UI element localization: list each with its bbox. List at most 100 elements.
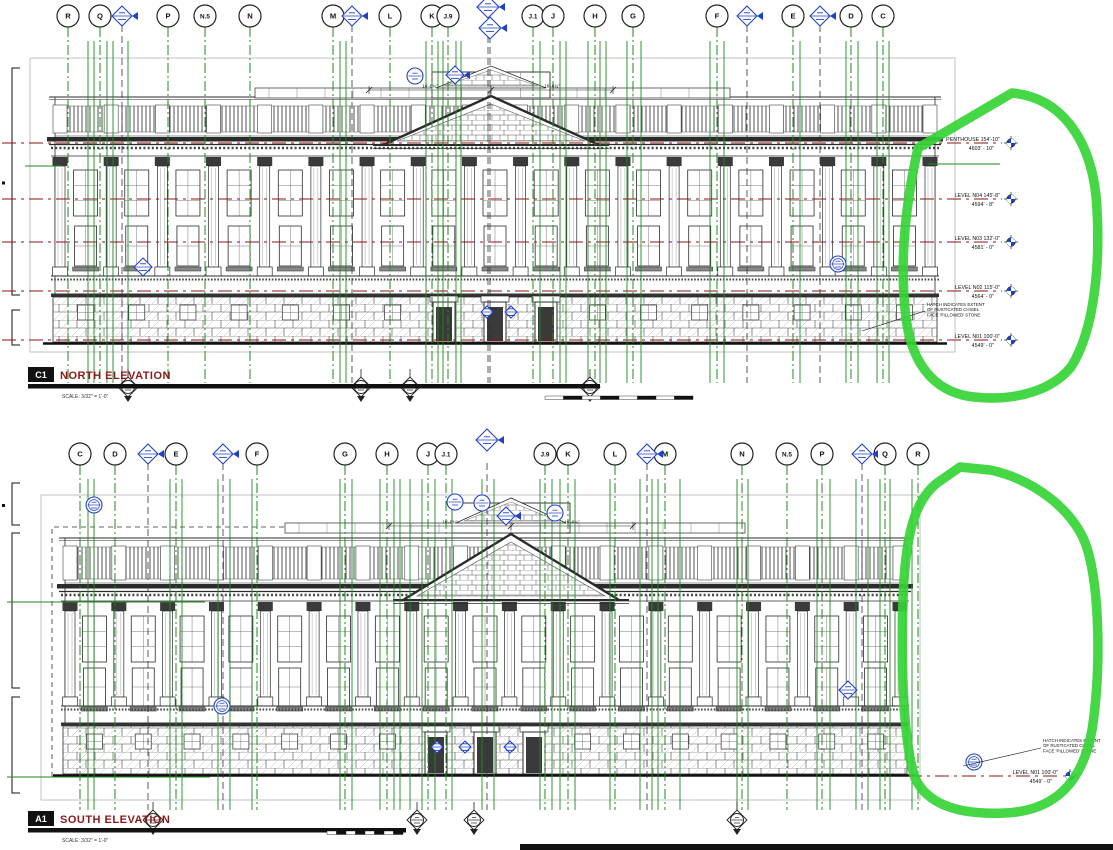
door-head [429,295,459,303]
grid-bubble-label: D [112,450,118,459]
section-cut-marker-icon[interactable] [463,802,485,835]
detail-callout-circle-icon[interactable] [406,67,424,85]
detail-callout-diamond-icon[interactable] [736,5,763,27]
markup-circle-south[interactable] [897,462,1103,819]
view-tag: C1 [35,370,47,380]
grid-bubble-label: L [613,450,618,459]
level-elevation: 4603' - 10" [969,146,994,152]
detail-callout-circle-icon[interactable] [546,504,564,522]
scale-cell [600,395,620,400]
detail-callout-diamond-icon[interactable] [478,16,507,40]
balustrade-segment [629,105,668,133]
view-scale: SCALE: 3/32" = 1'-0" [62,838,109,844]
pilaster-base [355,696,371,707]
grid-bubble-circle [378,4,402,28]
dimension-tick [507,522,515,530]
detail-callout-diamond-icon[interactable] [496,506,521,526]
pilaster-capital [160,602,176,611]
grid-bubble-label: H [384,450,389,459]
window-sill-bracket [481,266,509,272]
grid-bubble-label: Q [882,450,888,459]
detail-callout-circle-icon[interactable] [965,753,983,771]
grid-bubble-circle [436,4,460,28]
dashed-scope-boundary [51,526,432,777]
view-tag: A1 [35,814,47,824]
detail-callout-diamond-icon[interactable] [430,740,444,754]
detail-callout-diamond-icon[interactable] [809,5,836,27]
door-leaf [538,307,554,341]
detail-callout-diamond-icon[interactable] [458,740,472,754]
parapet-pedestal [206,104,221,134]
pilaster-capital [62,602,78,611]
building-facade: 16'-8¾"16'-8¾" [40,494,921,801]
detail-callout-diamond-icon[interactable] [503,740,517,754]
pilaster-capital [794,602,810,611]
pilaster-shaft [668,165,680,268]
scale-cell [364,830,375,835]
window-sill-bracket [635,266,662,272]
grid-bubble-label: J [426,450,430,459]
south-elevation-view: 16'-8¾"16'-8¾"LEVEL N01 100'-0"4549' - 0… [2,428,1101,844]
detail-callout-diamond-icon[interactable] [476,0,505,19]
arrow-tip [498,436,504,444]
detail-callout-circle-icon[interactable] [85,496,103,514]
detail-callout-diamond-icon[interactable] [137,443,164,465]
pilaster-capital [410,157,426,166]
detail-callout-diamond-icon[interactable] [838,680,858,700]
door-head [519,725,549,733]
markup-circle-north[interactable] [898,88,1103,403]
view-tag-box [28,811,54,826]
section-cut-marker-icon[interactable] [406,802,428,835]
detail-callout-diamond-icon[interactable] [212,443,239,465]
window-sill-bracket [325,706,352,712]
window-sill-bracket [430,266,458,272]
pilaster-capital [550,602,566,611]
parapet-pedestal [52,104,68,134]
grid-bubble-H: H [583,4,607,28]
scale-cell [544,395,564,400]
pilaster-base [599,696,615,707]
detail-callout-diamond-icon[interactable] [475,428,504,452]
detail-callout-circle-icon[interactable] [213,697,231,715]
arrow-tip [501,24,507,32]
pilaster-shaft [64,610,76,698]
grid-bubble-J.9: J.9 [436,4,460,28]
parapet-pedestal [103,104,119,134]
pilaster-capital [564,157,580,166]
keynote-line: OF RUSTICATED CHISEL [927,307,980,312]
detail-callout-circle-icon[interactable] [473,494,491,512]
margin-extent-bracket [11,532,20,689]
balustrade-segment [66,105,105,133]
pilaster-base [452,696,469,707]
scale-cell [393,830,404,835]
grid-bubble-R: R [906,442,930,466]
parapet-pedestal [717,104,733,134]
grid-bubble-L: L [603,442,627,466]
margin-tick [2,181,5,185]
dimension-text: 16'-8¾" [442,520,458,525]
parapet-pedestal [257,545,273,581]
detail-callout-diamond-icon[interactable] [636,443,663,465]
detail-callout-diamond-icon[interactable] [341,5,368,27]
detail-callout-diamond-icon[interactable] [133,257,153,277]
detail-callout-diamond-icon[interactable] [504,305,518,319]
detail-callout-diamond-icon[interactable] [111,5,138,27]
detail-callout-diamond-icon[interactable] [480,305,494,319]
keynote-line: FACE 'PILLOWED' STONE [927,312,980,317]
balustrade-segment [680,105,719,133]
pilaster-capital [697,602,713,611]
section-cut-marker-icon[interactable] [726,802,748,835]
detail-callout-circle-icon[interactable] [829,255,847,273]
grid-bubble-G: G [333,442,357,466]
building-facade: 16'-8¾"16'-8¾" [29,57,956,353]
grid-bubble-label: R [915,450,921,459]
detail-callout-diamond-icon[interactable] [445,65,470,85]
scale-cell [674,395,694,400]
grid-bubble-circle [871,4,895,28]
door-head [470,725,500,733]
detail-callout-diamond-icon[interactable] [851,443,878,465]
parapet-pedestal [404,545,420,581]
scale-cell [581,395,601,400]
window-sill-bracket [129,706,157,712]
detail-callout-circle-icon[interactable] [446,493,464,511]
